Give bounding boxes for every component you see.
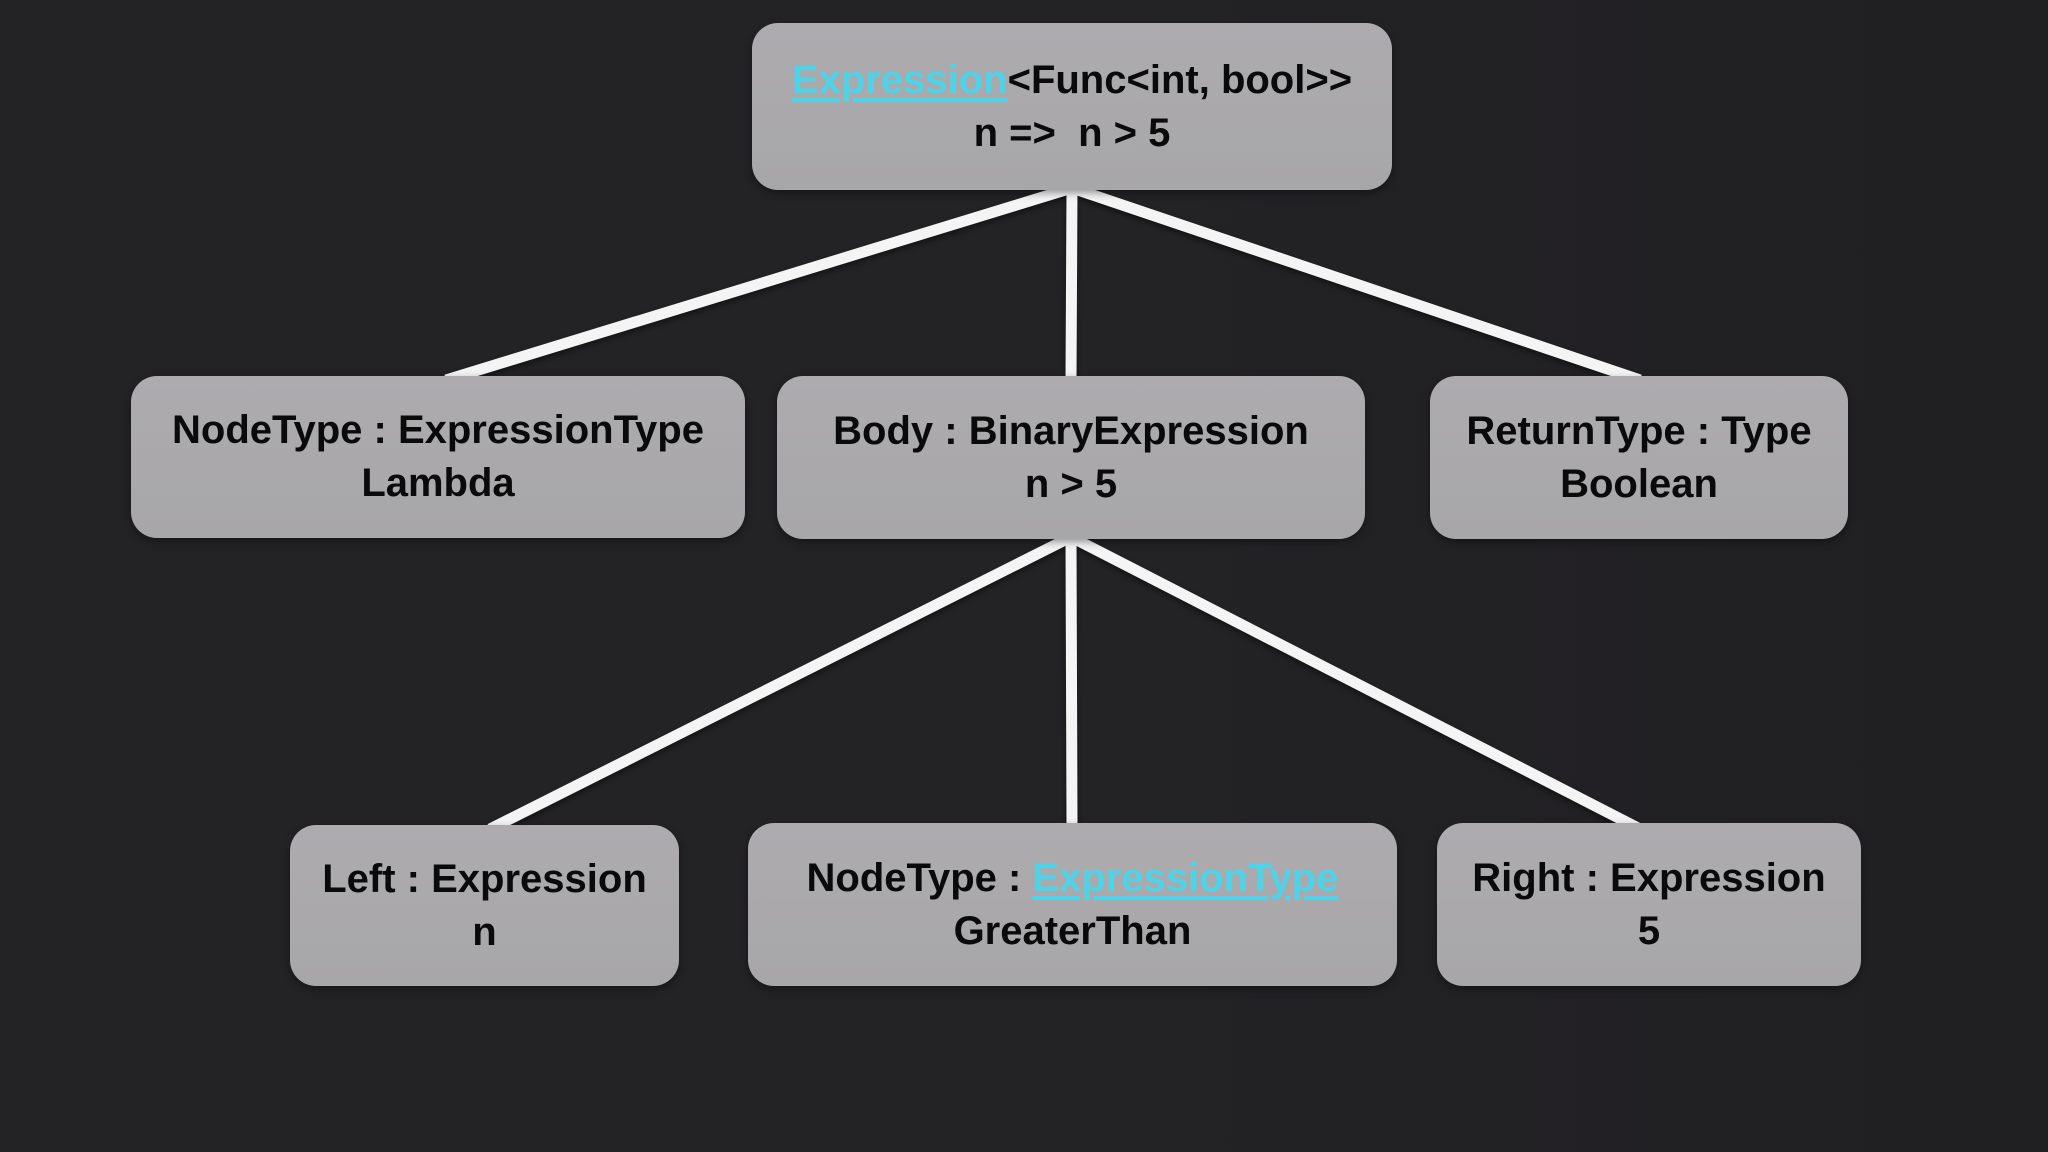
node-left-expression: Left : Expression n [290,825,679,986]
node-right-line2: 5 [1637,908,1661,953]
edge-root-body [1065,187,1078,381]
edge-root-lambda [444,182,1074,386]
node-nodetype-lambda: NodeType : ExpressionType Lambda [131,376,745,538]
node-nodetype-gt-line1-pre: NodeType : [806,855,1033,900]
node-body-line1: Body : BinaryExpression [833,408,1309,453]
edge-body-nodetype [1065,536,1078,828]
edge-body-left [487,532,1074,834]
node-body-binaryexpression: Body : BinaryExpression n > 5 [777,376,1365,539]
edge-root-returntype [1070,182,1642,386]
node-root-expression: Expression<Func<int, bool>> n => n > 5 [752,23,1392,190]
node-left-line1: Left : Expression [322,856,647,901]
node-root-line1: Expression<Func<int, bool>> [792,54,1352,107]
node-right-expression: Right : Expression 5 [1437,823,1861,986]
edge-body-right [1068,532,1643,834]
expressiontype-link[interactable]: ExpressionType [1032,855,1339,900]
node-returntype-line2: Boolean [1560,461,1718,506]
node-nodetype-greaterthan: NodeType : ExpressionType GreaterThan [748,823,1397,986]
expression-link[interactable]: Expression [791,57,1008,102]
node-returntype-boolean: ReturnType : Type Boolean [1430,376,1848,539]
node-left-line2: n [472,909,497,954]
node-root-line2: n => n > 5 [973,110,1171,155]
node-nodetype-lambda-line2: Lambda [361,461,515,505]
node-nodetype-gt-line2: GreaterThan [953,908,1192,953]
node-nodetype-gt-line1: NodeType : ExpressionType [807,852,1339,905]
node-returntype-line1: ReturnType : Type [1466,408,1812,453]
node-root-line1-post: <Func<int, bool>> [1007,57,1353,102]
node-right-line1: Right : Expression [1472,855,1826,900]
node-nodetype-lambda-line1: NodeType : ExpressionType [172,408,704,453]
node-body-line2: n > 5 [1024,461,1118,506]
